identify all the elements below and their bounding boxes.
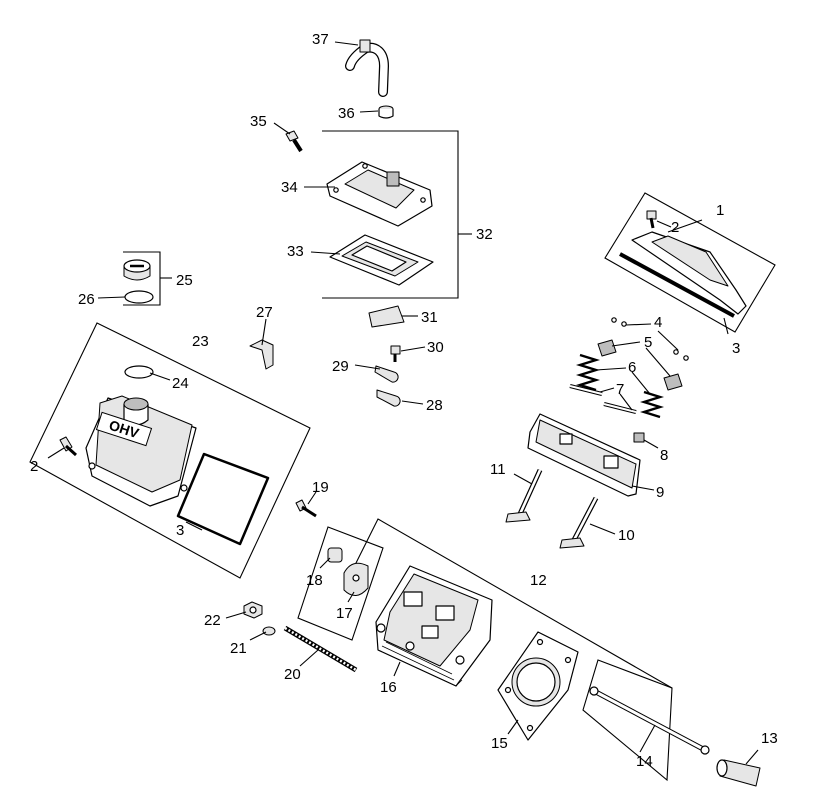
screw-30-part — [390, 345, 401, 362]
valve-cover-gasket-part — [329, 234, 434, 286]
tappet-part — [716, 759, 761, 787]
head-gasket-part — [497, 631, 579, 741]
leader-lines — [47, 41, 759, 765]
callout-26: 26 — [78, 291, 95, 308]
callout-32: 32 — [476, 226, 493, 243]
callout-1: 1 — [716, 202, 724, 219]
callout-10: 10 — [618, 527, 635, 544]
callout-13: 13 — [761, 730, 778, 747]
callout-18: 18 — [306, 572, 323, 589]
callout-23: 23 — [192, 333, 209, 350]
breather-tube-part — [345, 39, 390, 97]
o-ring-26-part — [124, 290, 154, 304]
rocker-bridge-part — [527, 413, 641, 497]
callout-2-right: 2 — [671, 219, 679, 236]
callout-36: 36 — [338, 105, 355, 122]
callout-9: 9 — [656, 484, 664, 501]
washer-21-part — [262, 626, 276, 636]
clamp-part — [378, 105, 394, 119]
callout-15: 15 — [491, 735, 508, 752]
baffle-part — [368, 305, 405, 328]
callout-12: 12 — [530, 572, 547, 589]
push-rod-part — [589, 686, 710, 755]
callout-37: 37 — [312, 31, 329, 48]
clip-29-part — [374, 365, 399, 383]
bracket-27-part — [249, 339, 274, 370]
callout-3-left: 3 — [176, 522, 184, 539]
callout-28: 28 — [426, 397, 443, 414]
rocker-pivots-part — [569, 384, 637, 414]
breather-cover-part — [619, 231, 747, 318]
valve-10-part — [559, 496, 599, 549]
screw-19-part — [295, 499, 317, 518]
clip-28-part — [376, 389, 401, 407]
callout-6: 6 — [628, 359, 636, 376]
callout-7: 7 — [616, 381, 624, 398]
valve-keepers-part — [611, 317, 689, 361]
callout-24: 24 — [172, 375, 189, 392]
callout-30: 30 — [427, 339, 444, 356]
nut-22-part — [243, 601, 263, 619]
valve-cap-8-part — [633, 432, 645, 443]
callout-labels: 1 2 2 3 3 4 5 6 7 8 9 10 11 12 13 14 15 … — [30, 31, 778, 770]
valve-11-part — [505, 468, 543, 523]
callout-8: 8 — [660, 447, 668, 464]
callout-29: 29 — [332, 358, 349, 375]
bushing-18-part — [327, 547, 343, 563]
spacer-17-part — [343, 562, 369, 596]
callout-3-right: 3 — [732, 340, 740, 357]
callout-19: 19 — [312, 479, 329, 496]
screw-35-part — [285, 130, 303, 153]
callout-21: 21 — [230, 640, 247, 657]
callout-33: 33 — [287, 243, 304, 260]
callout-5: 5 — [644, 334, 652, 351]
callout-20: 20 — [284, 666, 301, 683]
callout-31: 31 — [421, 309, 438, 326]
callout-11: 11 — [490, 461, 506, 478]
callout-16: 16 — [380, 679, 397, 696]
callout-35: 35 — [250, 113, 267, 130]
gasket-3-left-part — [176, 452, 270, 546]
screw-2-left-part — [59, 436, 78, 457]
spring-retainers-part — [597, 339, 683, 391]
valve-springs-part — [575, 353, 665, 419]
callout-27: 27 — [256, 304, 273, 321]
callout-14: 14 — [636, 753, 653, 770]
screw-2-right-part — [646, 210, 657, 229]
o-ring-24-part — [124, 365, 154, 379]
callout-25: 25 — [176, 272, 193, 289]
cylinder-head-part — [375, 565, 493, 687]
valve-cover-part — [326, 161, 433, 227]
stud-20-part — [283, 625, 358, 673]
callout-17: 17 — [336, 605, 353, 622]
callout-22: 22 — [204, 612, 221, 629]
oil-fill-cap-part — [123, 259, 151, 281]
callout-4: 4 — [654, 314, 662, 331]
group-brackets — [29, 130, 776, 782]
callout-34: 34 — [281, 179, 298, 196]
callout-2-left: 2 — [30, 458, 38, 475]
rocker-cover-part: OHV — [85, 395, 197, 507]
